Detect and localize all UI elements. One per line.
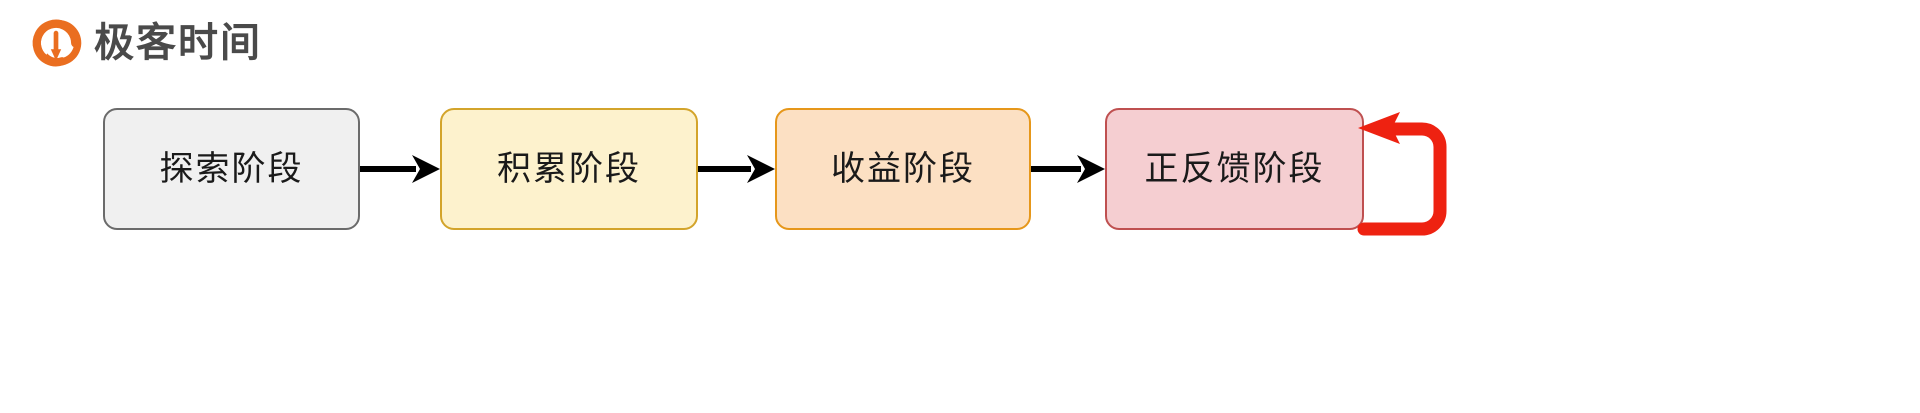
arrow-stage3-to-stage4 bbox=[1031, 155, 1105, 183]
stage-box-positive-feedback[interactable]: 正反馈阶段 bbox=[1105, 108, 1364, 230]
brand-logo: 极客时间 bbox=[30, 14, 262, 72]
arrow-stage1-to-stage2 bbox=[360, 155, 440, 183]
self-loop-arrow-positive-feedback bbox=[1357, 112, 1447, 236]
stage-box-exploration[interactable]: 探索阶段 bbox=[103, 108, 360, 230]
stage-box-accumulation[interactable]: 积累阶段 bbox=[440, 108, 698, 230]
stage-label: 积累阶段 bbox=[497, 150, 641, 188]
stage-box-return[interactable]: 收益阶段 bbox=[775, 108, 1031, 230]
stage-label: 探索阶段 bbox=[159, 150, 304, 188]
brand-name: 极客时间 bbox=[94, 21, 262, 65]
geek-time-logo-icon bbox=[32, 19, 82, 67]
arrow-stage2-to-stage3 bbox=[698, 155, 775, 183]
stage-label: 收益阶段 bbox=[831, 150, 975, 188]
stage-label: 正反馈阶段 bbox=[1144, 150, 1325, 188]
